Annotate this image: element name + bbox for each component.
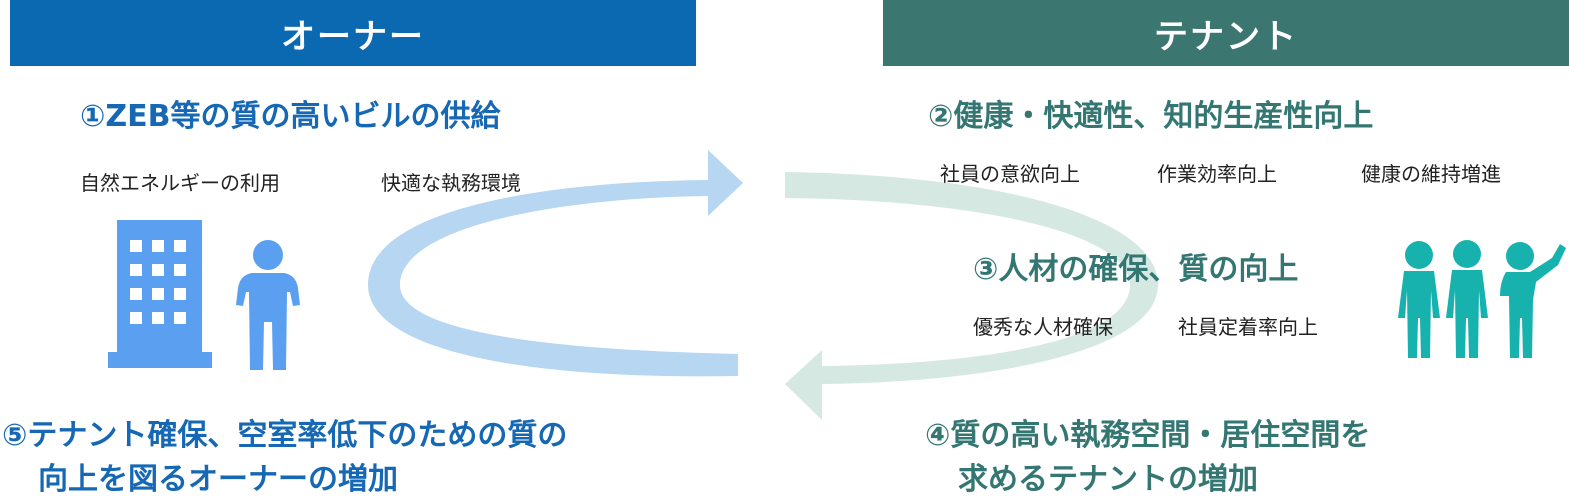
benefit-motivation: 社員の意欲向上 [940, 162, 1080, 186]
benefit-comfortable-office: 快適な執務環境 [381, 171, 521, 195]
owner-increase-title-line1: ⑤テナント確保、空室率低下のための質の [2, 418, 568, 453]
health-productivity-title: ②健康・快適性、知的生産性向上 [928, 99, 1374, 134]
benefit-health-maintenance: 健康の維持増進 [1361, 162, 1501, 186]
person-icon [236, 240, 300, 370]
people-group-icon [1398, 240, 1566, 358]
office-building-icon [108, 220, 212, 368]
benefit-work-efficiency: 作業効率向上 [1157, 162, 1277, 186]
benefit-talent-acquisition: 優秀な人材確保 [973, 315, 1113, 339]
talent-securing-title: ③人材の確保、質の向上 [973, 252, 1299, 287]
benefit-retention: 社員定着率向上 [1178, 315, 1318, 339]
tenant-increase-title-line2: 求めるテナントの増加 [958, 462, 1258, 497]
owner-header: オーナー [10, 0, 696, 66]
tenant-header-label: テナント [1154, 16, 1298, 57]
green-cycle-arrow [785, 172, 1159, 420]
blue-cycle-arrow [367, 150, 743, 377]
benefit-natural-energy: 自然エネルギーの利用 [80, 171, 280, 195]
tenant-header: テナント [883, 0, 1569, 66]
tenant-increase-title-line1: ④質の高い執務空間・居住空間を [925, 418, 1371, 453]
owner-header-label: オーナー [281, 16, 425, 57]
owner-increase-title-line2: 向上を図るオーナーの増加 [38, 462, 398, 497]
zeb-supply-title: ①ZEB等の質の高いビルの供給 [80, 99, 501, 134]
